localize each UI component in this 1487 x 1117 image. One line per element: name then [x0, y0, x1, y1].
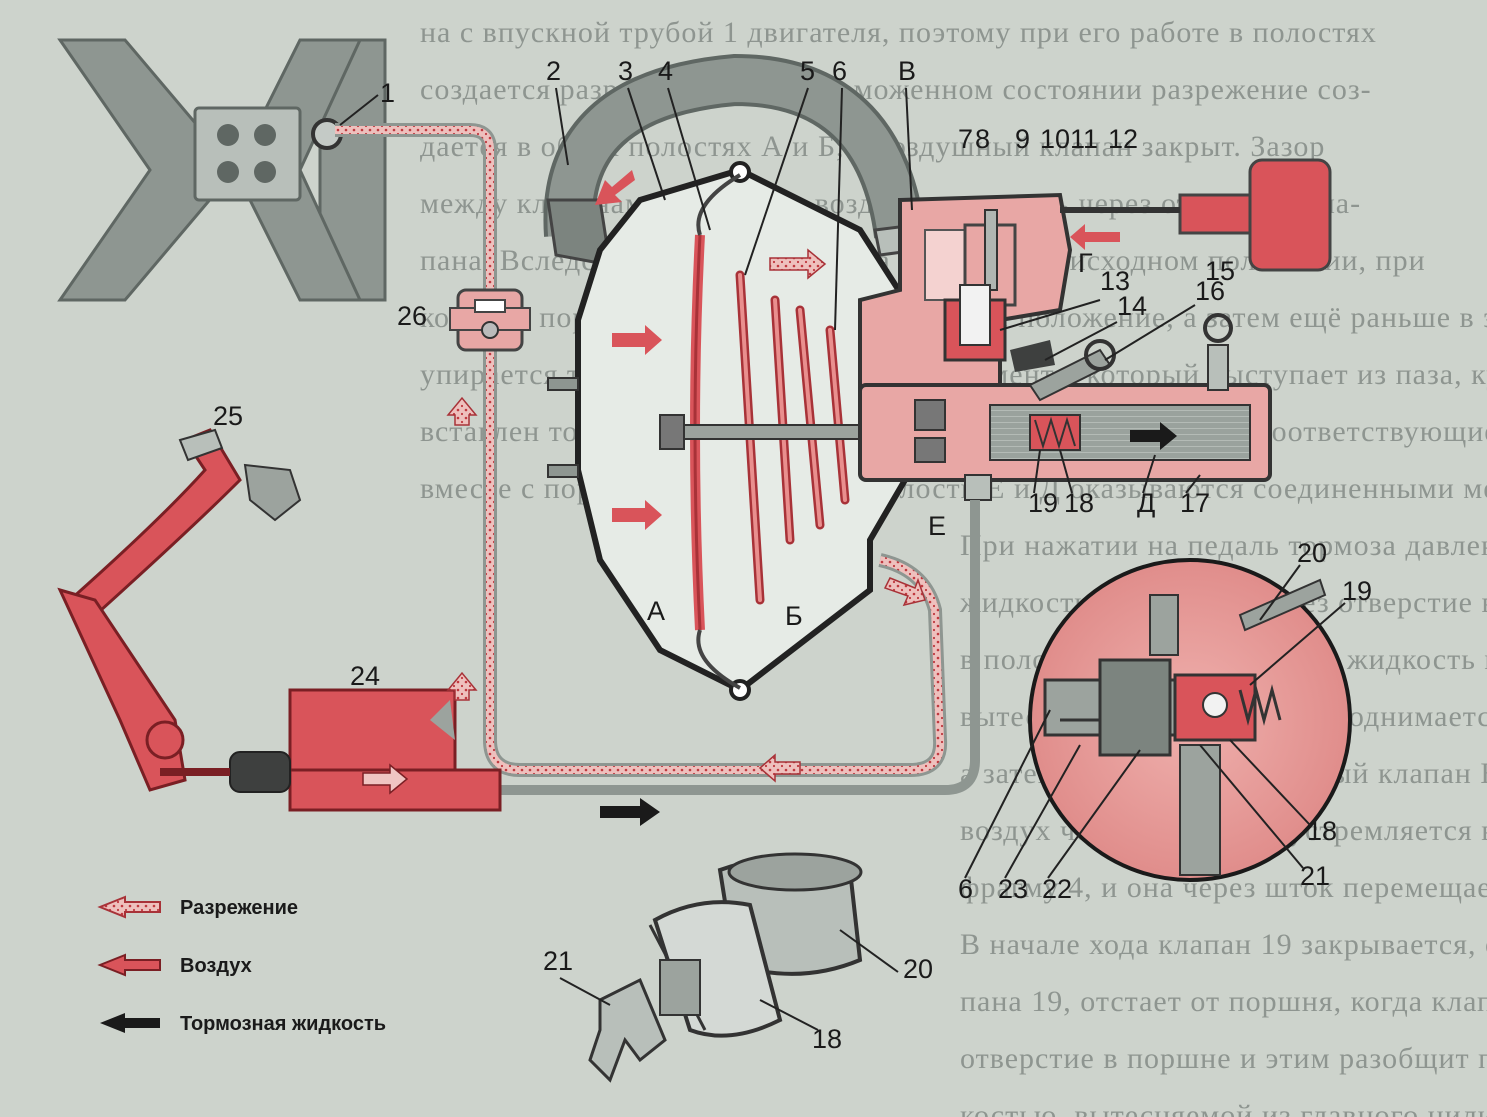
callout-6: 6: [832, 56, 847, 86]
leader-lines: [339, 87, 1346, 1031]
callout-10: 10: [1040, 124, 1070, 154]
legend-air-arrow: [97, 953, 161, 977]
callout-3: 3: [618, 56, 633, 86]
valve-detail-zoom: [1028, 558, 1352, 882]
legend-vacuum-arrow: [97, 895, 161, 919]
callout-18a: 18: [1064, 488, 1094, 518]
callout-17: 17: [1180, 488, 1210, 518]
callout-21a: 21: [1300, 861, 1330, 891]
callout-2: 2: [546, 56, 561, 86]
callout-8: 8: [975, 124, 990, 154]
legend-fluid-arrow: [100, 1013, 160, 1033]
callout-9: 9: [1015, 124, 1030, 154]
callout-4: 4: [658, 56, 673, 86]
callout-19a: 19: [1028, 488, 1058, 518]
callout-19b: 19: [1342, 576, 1372, 606]
legend-air-label: Воздух: [180, 955, 252, 977]
brake-pedal: [57, 428, 302, 792]
callout-D: Д: [1137, 488, 1155, 518]
callout-18b: 18: [1307, 816, 1337, 846]
callout-B: Б: [785, 601, 803, 631]
hydraulic-control-unit: [858, 158, 1332, 501]
vacuum-hose: [543, 53, 926, 267]
callout-16: 16: [1195, 276, 1225, 306]
callout-11: 11: [1070, 124, 1098, 154]
callout-12: 12: [1108, 124, 1138, 154]
return-vacuum-pipe: [480, 500, 980, 795]
callout-6b: 6: [958, 874, 973, 904]
background-text-line: пана 19, отстает от поршня, когда клапан…: [960, 985, 1487, 1018]
callout-24: 24: [350, 661, 380, 691]
flow-arrows: [362, 170, 1177, 826]
background-text-line: При нажатии на педаль тормоза давление в…: [960, 529, 1487, 562]
legend-fluid-label: Тормозная жидкость: [180, 1013, 386, 1035]
master-cylinder: [160, 688, 502, 812]
vacuum-line: [335, 123, 720, 777]
callout-V: В: [898, 56, 916, 86]
callout-26: 26: [397, 301, 427, 331]
callout-13: 13: [1100, 266, 1130, 296]
callout-21b: 21: [543, 946, 573, 976]
legend: Разрежение Воздух Тормозная жидкость: [97, 895, 386, 1035]
callout-25: 25: [213, 401, 243, 431]
callout-A: А: [647, 596, 665, 626]
background-text-line: костью, вытесняемой из главного цилиндра…: [960, 1099, 1487, 1117]
callout-15: 15: [1205, 256, 1235, 286]
background-text-line: создается разрежение. В расторможенном с…: [420, 73, 1372, 106]
callout-1: 1: [380, 78, 395, 108]
callout-E: Е: [928, 511, 946, 541]
callout-G: Г: [1078, 248, 1093, 278]
engine-intake-manifold: [57, 38, 387, 302]
background-text-line: отверстие в поршне и этим разобщит полос…: [960, 1042, 1487, 1075]
legend-vacuum-label: Разрежение: [180, 897, 298, 919]
callout-20b: 20: [903, 954, 933, 984]
callout-5: 5: [800, 56, 815, 86]
callout-7: 7: [958, 124, 973, 154]
callout-23: 23: [998, 874, 1028, 904]
callout-20a: 20: [1297, 538, 1327, 568]
check-valve: [449, 288, 531, 352]
background-text-line: на с впускной трубой 1 двигателя, поэтом…: [420, 16, 1377, 49]
callout-14: 14: [1117, 291, 1147, 321]
background-text-line: В начале хода клапан 19 закрывается, отж…: [960, 928, 1487, 961]
callout-22: 22: [1042, 874, 1072, 904]
